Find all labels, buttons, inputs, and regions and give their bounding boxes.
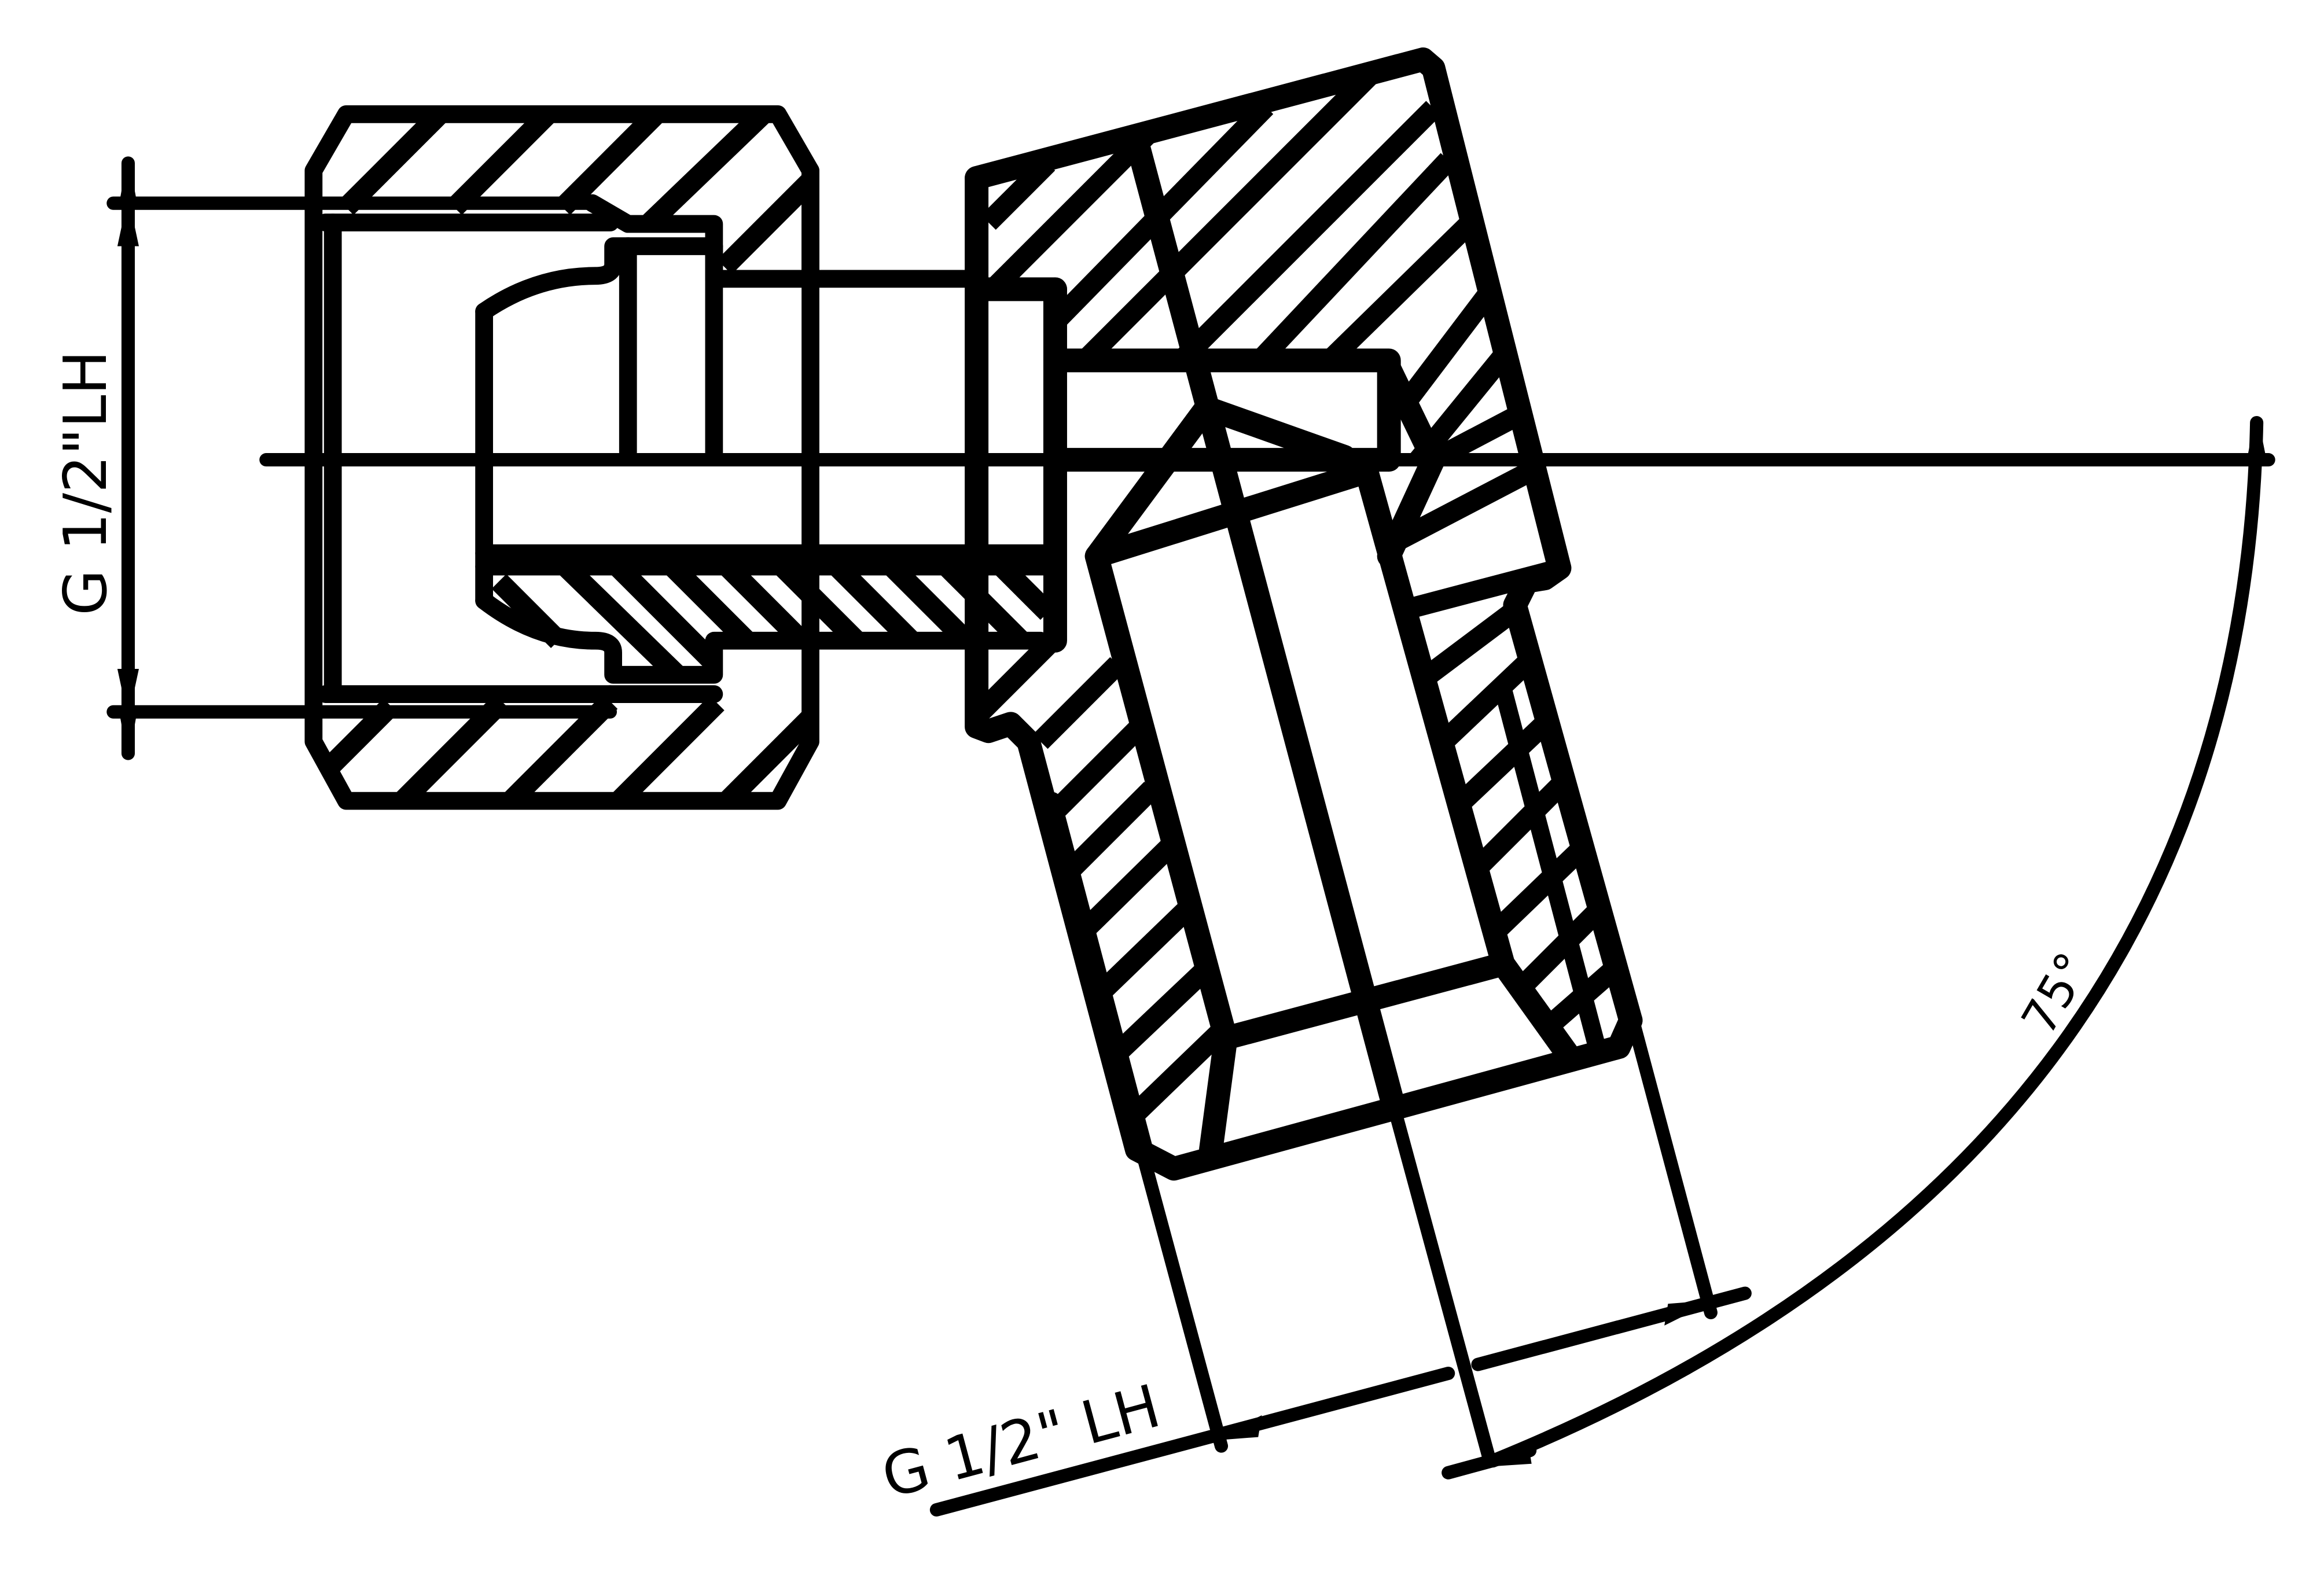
dimension-vertical-label: G 1/2"LH — [52, 350, 120, 615]
body-hatching — [973, 64, 1619, 1120]
thread-lines — [1043, 680, 1606, 1158]
nut-hatching — [318, 106, 818, 808]
dimension-vertical: G 1/2"LH — [52, 156, 617, 760]
dimension-angled: G 1/2" LH — [875, 1017, 1752, 1517]
angle-label: 75° — [2012, 944, 2101, 1044]
center-lines — [259, 453, 2275, 1468]
angled-body — [965, 47, 1643, 1181]
